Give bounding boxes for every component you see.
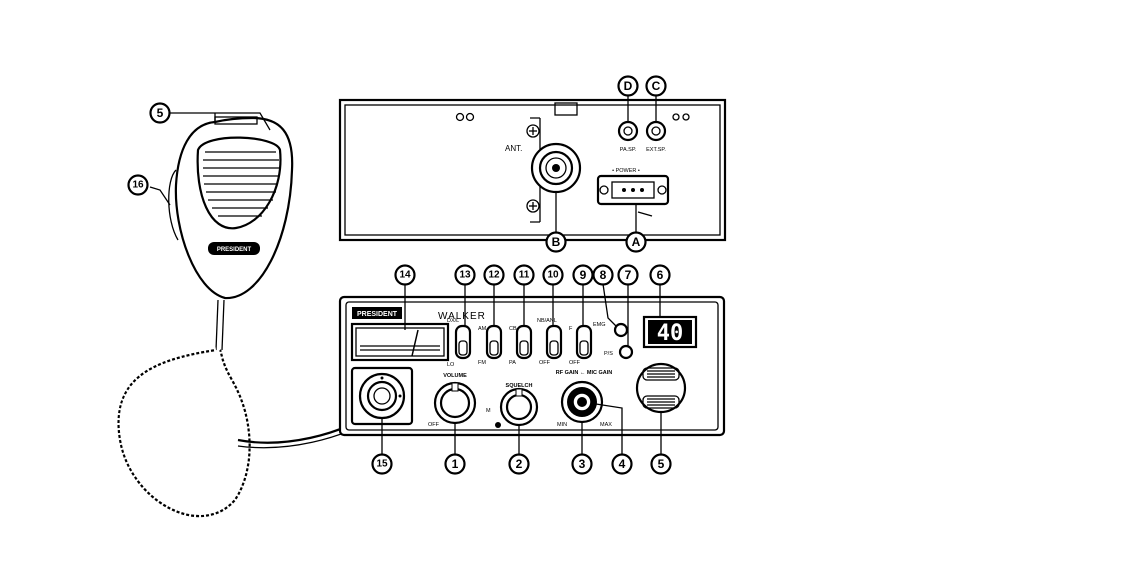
s-meter (350, 322, 450, 362)
ext-sp-label: EXT.SP. (646, 147, 666, 153)
callout-1: 1 (444, 453, 466, 475)
svg-text:A: A (632, 235, 641, 249)
emergency-button[interactable] (613, 322, 629, 338)
model-name: WALKER (438, 311, 486, 322)
off2-label: OFF (569, 360, 581, 366)
switch-filter[interactable] (575, 324, 593, 360)
squelch-m-label: M (486, 408, 491, 414)
fm-label: FM (478, 360, 486, 366)
switch-nb-anl[interactable] (545, 324, 563, 360)
mic-brand-plate (208, 242, 260, 255)
ant-label: ANT. (505, 144, 522, 153)
callout-4: 4 (611, 453, 633, 475)
svg-text:5: 5 (157, 106, 164, 120)
callout-11: 11 (513, 264, 535, 286)
callout-12: 12 (483, 264, 505, 286)
svg-text:7: 7 (625, 268, 632, 282)
dx-label: DX/L (447, 318, 459, 324)
callout-b: B (545, 231, 567, 253)
svg-text:12: 12 (488, 270, 500, 281)
antenna-connector[interactable] (530, 142, 582, 194)
svg-text:6: 6 (657, 268, 664, 282)
channel-display: 40 (642, 315, 698, 349)
off-label: OFF (539, 360, 551, 366)
callout-10: 10 (542, 264, 564, 286)
svg-text:13: 13 (459, 270, 471, 281)
callout-d: D (617, 75, 639, 97)
power-label: • POWER • (612, 168, 640, 174)
front-panel: PRESIDENT WALKER DX/L LO AM FM CB PA (338, 295, 726, 437)
front-brand-plate (352, 307, 402, 319)
squelch-indicator (495, 422, 501, 428)
svg-text:8: 8 (600, 268, 607, 282)
channel-selector[interactable] (635, 362, 687, 414)
svg-text:C: C (652, 79, 661, 93)
callouts: 5 16 D C B A 14 13 12 11 10 9 8 7 6 15 1… (127, 75, 672, 475)
rf-mic-gain-knob[interactable] (560, 380, 604, 424)
svg-text:1: 1 (452, 457, 459, 471)
callout-5-front: 5 (650, 453, 672, 475)
ext-speaker-jack[interactable] (645, 120, 667, 142)
switch-dx-lo[interactable] (454, 324, 472, 360)
svg-text:9: 9 (580, 268, 587, 282)
callout-2: 2 (508, 453, 530, 475)
svg-text:14: 14 (399, 270, 411, 281)
callout-c: C (645, 75, 667, 97)
volume-off-label: OFF (428, 422, 440, 428)
svg-text:10: 10 (547, 270, 559, 281)
callout-6: 6 (649, 264, 671, 286)
leader-lines (149, 95, 662, 454)
svg-text:4: 4 (619, 457, 626, 471)
callout-7: 7 (617, 264, 639, 286)
squelch-knob[interactable] (499, 387, 539, 427)
ps-button[interactable] (618, 344, 634, 360)
callout-14: 14 (394, 264, 416, 286)
lo-label: LO (447, 362, 455, 368)
svg-text:D: D (624, 79, 633, 93)
ps-label: P/S (604, 351, 613, 357)
emg-label: EMG (593, 322, 606, 328)
callout-a: A (625, 231, 647, 253)
svg-text:5: 5 (658, 457, 665, 471)
svg-text:16: 16 (132, 180, 144, 191)
front-brand: PRESIDENT (357, 311, 398, 318)
f-label: F (569, 326, 573, 332)
rear-panel: ANT. PA.SP. EXT.SP. • POWER • (338, 98, 727, 242)
callout-8: 8 (592, 264, 614, 286)
switch-am-fm[interactable] (485, 324, 503, 360)
callout-9: 9 (572, 264, 594, 286)
callout-5-mic: 5 (149, 102, 171, 124)
pa-sp-label: PA.SP. (620, 147, 637, 153)
svg-text:15: 15 (376, 459, 388, 470)
volume-label: VOLUME (443, 373, 467, 379)
pa-speaker-jack[interactable] (617, 120, 639, 142)
mic-jack[interactable] (350, 366, 414, 426)
switch-cb-pa[interactable] (515, 324, 533, 360)
min-label: MIN (557, 422, 567, 428)
max-label: MAX (600, 422, 612, 428)
svg-text:2: 2 (516, 457, 523, 471)
callout-15: 15 (371, 453, 393, 475)
squelch-label: SQUELCH (506, 383, 533, 389)
mic-brand: PRESIDENT (217, 247, 252, 253)
callout-3: 3 (571, 453, 593, 475)
svg-text:3: 3 (579, 457, 586, 471)
power-connector[interactable] (596, 174, 670, 206)
svg-text:11: 11 (519, 270, 530, 281)
microphone: PRESIDENT (168, 116, 294, 300)
callout-13: 13 (454, 264, 476, 286)
am-label: AM (478, 326, 487, 332)
nb-label: NB/ANL (537, 318, 557, 324)
svg-text:B: B (552, 235, 561, 249)
channel-number: 40 (657, 321, 684, 346)
callout-16: 16 (127, 174, 149, 196)
gain-label: RF GAIN ← MIC GAIN (556, 370, 613, 376)
mic-grille (196, 136, 282, 230)
pa-label: PA (509, 360, 516, 366)
cb-label: CB (509, 326, 517, 332)
volume-knob[interactable] (433, 381, 477, 425)
